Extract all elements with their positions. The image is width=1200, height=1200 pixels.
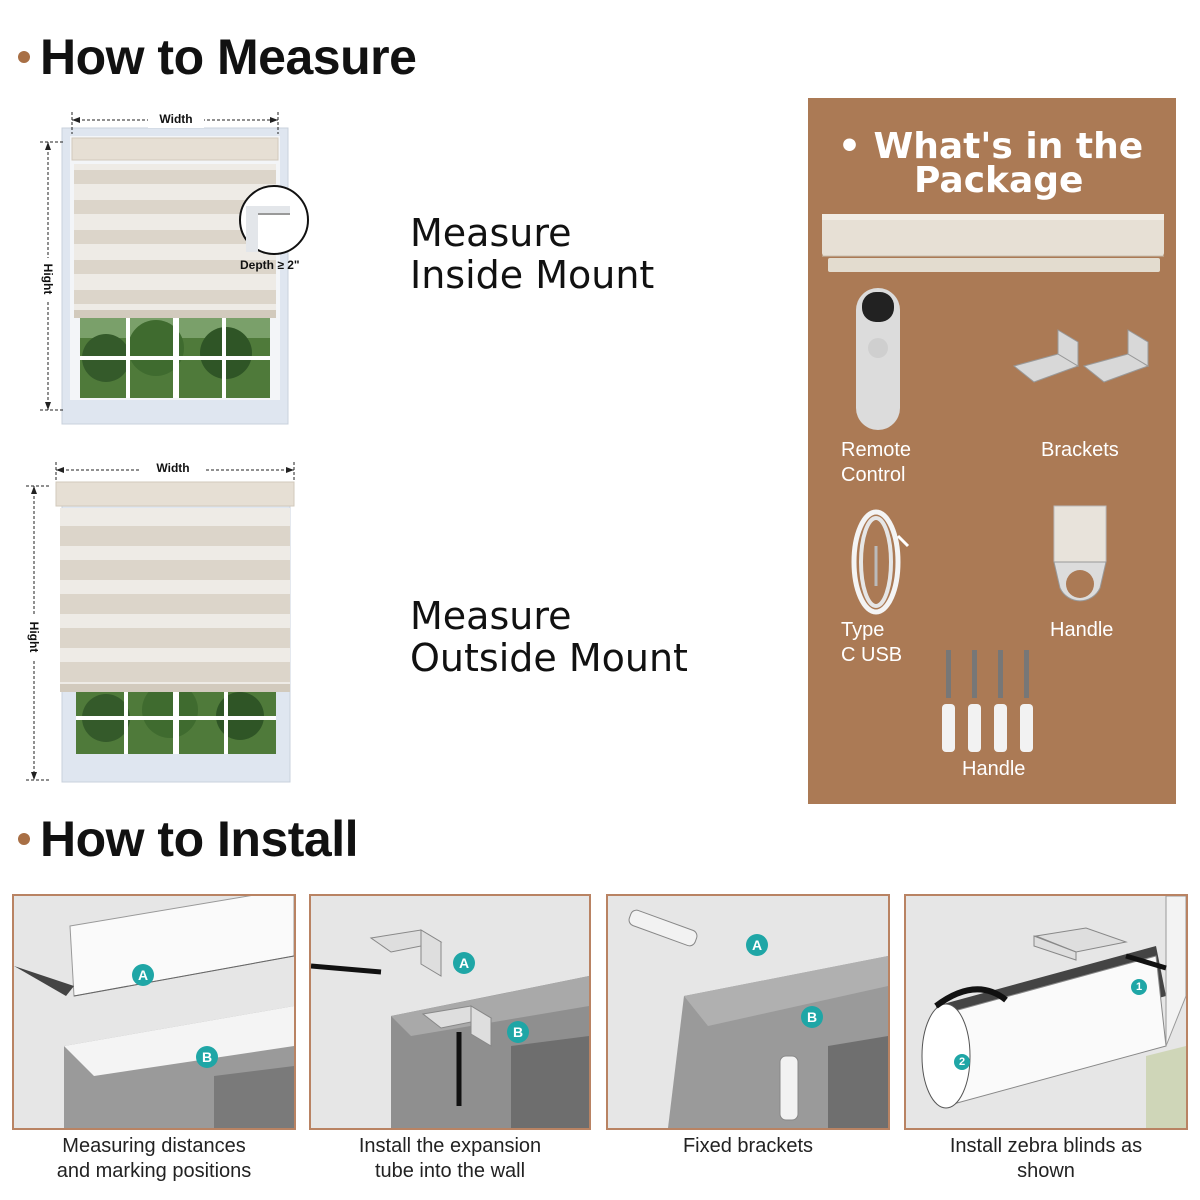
- measure-heading-text: How to Measure: [40, 29, 417, 85]
- brackets-label-line1: Brackets: [1041, 439, 1119, 461]
- package-title-line1: • What's in the: [838, 126, 1144, 167]
- package-title-line2: Package: [914, 160, 1084, 201]
- measure-heading: How to Measure: [18, 28, 417, 86]
- screws-icon: [942, 650, 1033, 752]
- remote-label-line2: Control: [841, 464, 906, 486]
- install-heading-text: How to Install: [40, 811, 359, 867]
- marker-a: A: [453, 952, 475, 974]
- step-4-caption-line2: shown: [1017, 1160, 1075, 1182]
- brackets-label: Brackets: [1041, 438, 1119, 463]
- inside-mount-label-line1: Measure: [410, 211, 572, 255]
- marker-a: A: [132, 964, 154, 986]
- inside-mount-illustration: [36, 108, 316, 428]
- screws-label: Handle: [962, 757, 1025, 782]
- outside-width-label: Width: [156, 461, 190, 475]
- inside-depth-label: Depth ≥ 2": [240, 258, 300, 272]
- bullet-dot: [18, 833, 30, 845]
- handle-label: Handle: [1050, 618, 1113, 643]
- step-1-caption-line2: and marking positions: [56, 1160, 252, 1182]
- usb-label-line2: C USB: [841, 644, 903, 666]
- marker-b: B: [507, 1021, 529, 1043]
- usb-cable-icon: [851, 509, 910, 615]
- screws-label-line1: Handle: [962, 758, 1026, 780]
- remote-control-icon: [856, 288, 900, 430]
- outside-mount-illustration: [20, 458, 310, 788]
- headrail-image: [822, 214, 1164, 272]
- outside-mount-label-line1: Measure: [410, 594, 572, 638]
- outside-mount-label: Measure Outside Mount: [410, 595, 688, 679]
- inside-mount-label-line2: Inside Mount: [410, 253, 655, 297]
- step-3-caption: Fixed brackets: [606, 1134, 890, 1159]
- handle-label-line1: Handle: [1050, 619, 1114, 641]
- step-4-caption: Install zebra blinds as shown: [904, 1134, 1188, 1184]
- marker-2: 2: [954, 1054, 970, 1070]
- brackets-icon: [1012, 329, 1150, 383]
- bullet-dot: [18, 51, 30, 63]
- remote-label-line1: Remote: [841, 439, 912, 461]
- step-2-caption-line1: Install the expansion: [358, 1135, 542, 1157]
- marker-a: A: [746, 934, 768, 956]
- inside-mount-label: Measure Inside Mount: [410, 212, 654, 296]
- install-step-3: A B: [606, 894, 890, 1130]
- handle-icon: [1053, 505, 1107, 602]
- step-3-caption-line1: Fixed brackets: [682, 1135, 814, 1157]
- step-2-caption: Install the expansion tube into the wall: [309, 1134, 591, 1184]
- usb-label: Type C USB: [841, 618, 902, 668]
- usb-label-line1: Type: [841, 619, 885, 641]
- install-step-4: 1 2: [904, 894, 1188, 1130]
- inside-height-label: Hight: [41, 263, 55, 295]
- package-panel: • What's in the Package Remote Control B…: [808, 98, 1176, 804]
- step-4-caption-line1: Install zebra blinds as: [949, 1135, 1143, 1157]
- outside-height-label: Hight: [27, 621, 41, 653]
- outside-mount-label-line2: Outside Mount: [410, 636, 688, 680]
- inside-width-label: Width: [159, 112, 193, 126]
- step-1-caption-line1: Measuring distances: [62, 1135, 246, 1157]
- marker-b: B: [801, 1006, 823, 1028]
- remote-label: Remote Control: [841, 438, 911, 488]
- install-step-2: A B: [309, 894, 591, 1130]
- marker-b: B: [196, 1046, 218, 1068]
- step-2-caption-line2: tube into the wall: [374, 1160, 526, 1182]
- marker-1: 1: [1131, 979, 1147, 995]
- install-heading: How to Install: [18, 810, 359, 868]
- step-1-caption: Measuring distances and marking position…: [12, 1134, 296, 1184]
- install-step-1: A B: [12, 894, 296, 1130]
